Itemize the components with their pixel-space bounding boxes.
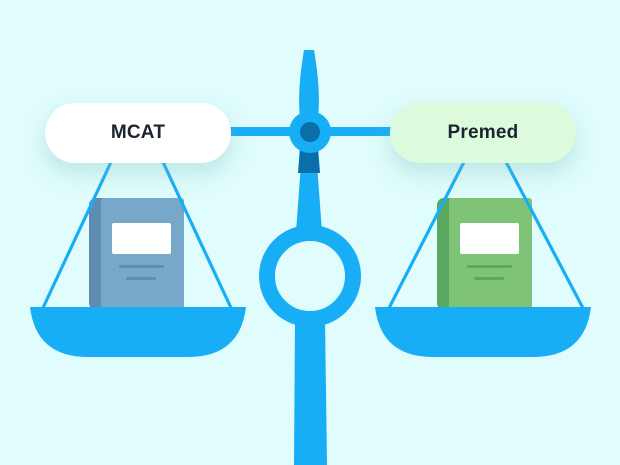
right-string-outer <box>503 159 586 311</box>
right-pan <box>375 307 591 357</box>
right-book <box>437 198 532 310</box>
right-string-inner <box>386 159 467 311</box>
premed-label-pill: Premed <box>390 103 576 163</box>
left-string-outer <box>40 159 114 311</box>
mcat-label-pill: MCAT <box>45 103 231 163</box>
left-book <box>89 198 184 310</box>
scale-top-spike <box>299 50 319 118</box>
premed-label: Premed <box>447 122 519 143</box>
scale-collar <box>298 147 320 173</box>
left-pan <box>30 307 246 357</box>
scale-hub-center <box>300 122 320 142</box>
mcat-label: MCAT <box>110 122 166 143</box>
left-string-inner <box>160 159 234 311</box>
scale-base-post <box>294 318 327 465</box>
